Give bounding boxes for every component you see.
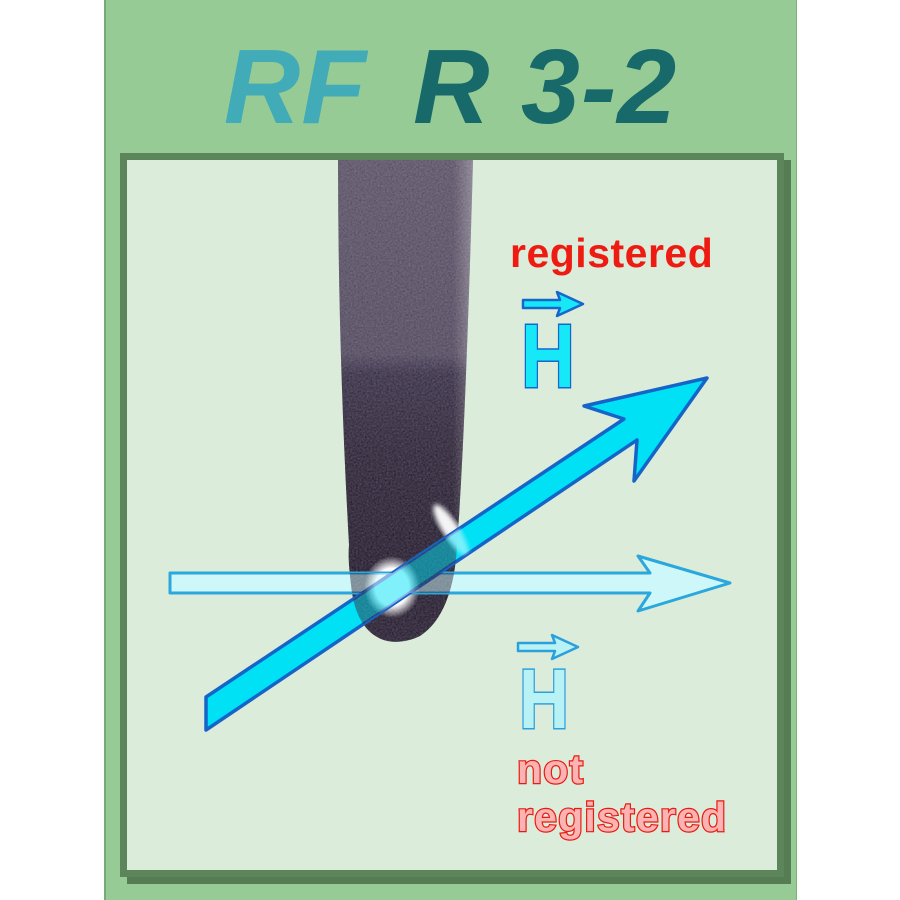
probe-photo (338, 160, 473, 642)
registered-label: registered (510, 230, 713, 276)
title-model: R 3-2 (413, 28, 678, 146)
h-symbol-registered: H (521, 307, 575, 407)
not-registered-label-line1: not (517, 746, 584, 792)
diagonal-arrow-icon (204, 376, 709, 732)
vector-arrow-icon (521, 290, 585, 318)
title-brand: RF (223, 28, 368, 146)
not-registered-label-line2: registered (517, 794, 727, 840)
vector-arrow-icon (516, 633, 580, 661)
h-symbol-not-registered: H (519, 652, 569, 746)
